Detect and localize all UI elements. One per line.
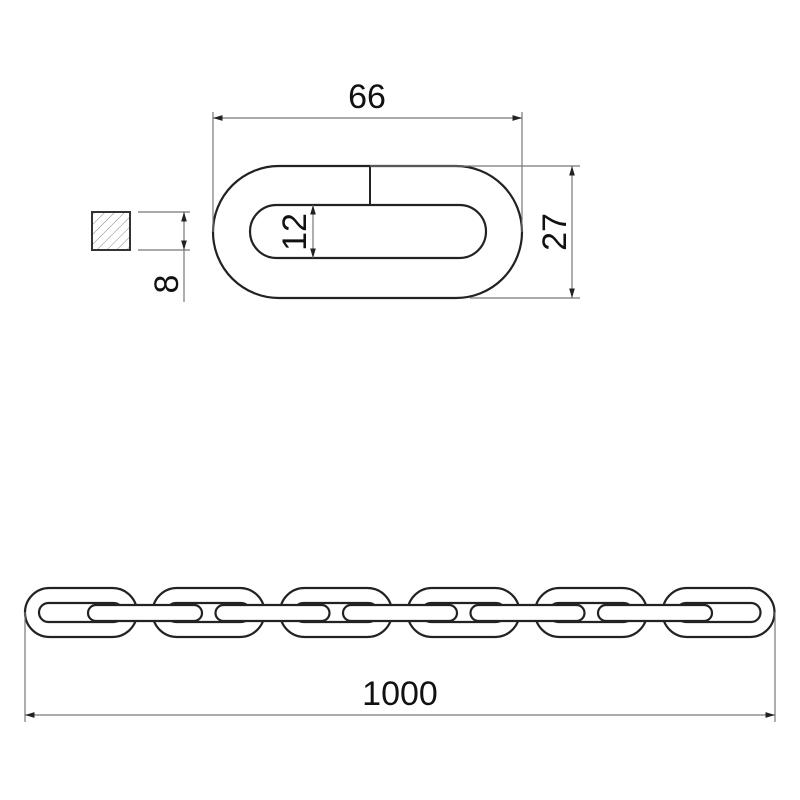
dim-width-label: 27 <box>536 213 574 251</box>
chain-link-vertical <box>214 603 331 623</box>
dim-inner-label: 12 <box>276 213 314 251</box>
link-detail <box>211 164 524 300</box>
chain-link-vertical <box>341 603 459 623</box>
chain <box>23 586 776 639</box>
chain-link-vertical <box>86 603 204 623</box>
link-inner <box>248 203 488 260</box>
dim-width: 27 <box>370 165 580 299</box>
chain-link-vertical <box>596 603 714 623</box>
dim-section-label: 8 <box>148 275 186 294</box>
dim-length: 66 <box>212 78 523 232</box>
dim-length-label: 66 <box>348 78 386 116</box>
chain-link-vertical <box>469 603 586 623</box>
dim-chain-length: 1000 <box>24 612 776 722</box>
section-square <box>91 211 131 251</box>
dim-chain-length-label: 1000 <box>362 675 438 713</box>
dim-inner: 12 <box>276 205 316 258</box>
wire-section: 8 <box>91 211 190 302</box>
